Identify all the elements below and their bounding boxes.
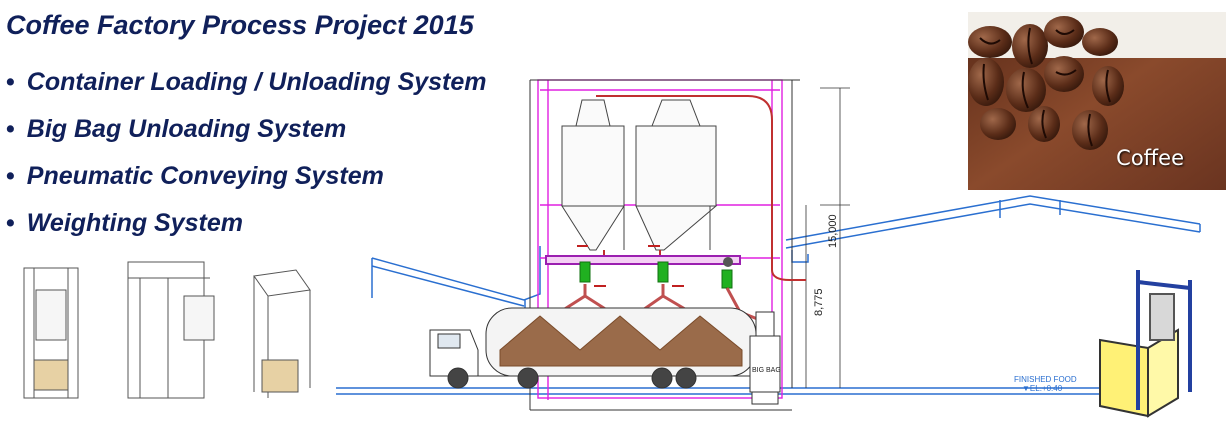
bullet-dot-icon: • <box>6 209 15 237</box>
feature-label: Container Loading / Unloading System <box>26 68 487 96</box>
manifold <box>545 255 741 265</box>
feed-valves <box>579 261 733 289</box>
valve-icon <box>723 257 733 267</box>
bag-unloader-3d-icon <box>1099 270 1192 418</box>
side-view-drawing-1 <box>23 267 79 399</box>
truck-icon <box>429 307 757 389</box>
silo-middle <box>635 99 718 251</box>
page-title: Coffee Factory Process Project 2015 <box>6 10 474 40</box>
photo-caption: Coffee <box>1116 146 1184 170</box>
bullet-dot-icon: • <box>6 162 15 190</box>
silo-left <box>561 99 625 251</box>
feature-item: • Big Bag Unloading System <box>6 111 487 158</box>
big-bag-label: BIG BAG <box>752 367 781 374</box>
big-bag-station-icon <box>749 311 781 405</box>
elevation-label: ▼EL.+0.40 <box>1022 384 1063 393</box>
valve-handles <box>577 245 684 287</box>
coffee-beans-photo: Coffee <box>968 12 1226 190</box>
bullet-dot-icon: • <box>6 115 15 143</box>
feature-item: • Pneumatic Conveying System <box>6 158 487 205</box>
coffee-photo-art <box>968 12 1226 190</box>
dim-height-lower: 8,775 <box>813 288 825 316</box>
dim-height-total: 15,000 <box>827 214 839 248</box>
dimension-lines <box>805 87 850 388</box>
iso-view-drawing <box>253 269 311 398</box>
feature-label: Pneumatic Conveying System <box>26 162 384 190</box>
feature-list: • Container Loading / Unloading System • B… <box>6 64 487 252</box>
feature-label: Weighting System <box>26 209 244 237</box>
finished-food-label: FINISHED FOOD <box>1014 375 1077 384</box>
bullet-dot-icon: • <box>6 68 15 96</box>
side-view-drawing-2 <box>127 261 215 399</box>
feature-item: • Container Loading / Unloading System <box>6 64 487 111</box>
ground-line <box>336 387 1100 395</box>
feature-label: Big Bag Unloading System <box>26 115 347 143</box>
silo-divider <box>623 206 711 250</box>
feature-item: • Weighting System <box>6 205 487 252</box>
